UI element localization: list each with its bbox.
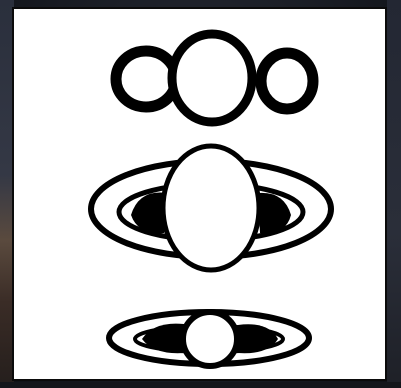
planet-with-wide-ring-icon bbox=[91, 146, 331, 270]
left-lobe bbox=[116, 51, 176, 107]
planet-body bbox=[163, 146, 259, 270]
planet-with-narrow-ring-icon bbox=[109, 312, 309, 366]
background-right-edge bbox=[387, 0, 401, 388]
narrow-planet-body bbox=[183, 312, 237, 366]
planet-with-two-lobes-icon bbox=[116, 34, 313, 122]
background-bottom-edge bbox=[0, 382, 401, 388]
sketch-card bbox=[12, 7, 387, 381]
right-lobe bbox=[261, 53, 313, 109]
central-disk bbox=[172, 34, 252, 122]
saturn-sketches bbox=[14, 9, 385, 379]
